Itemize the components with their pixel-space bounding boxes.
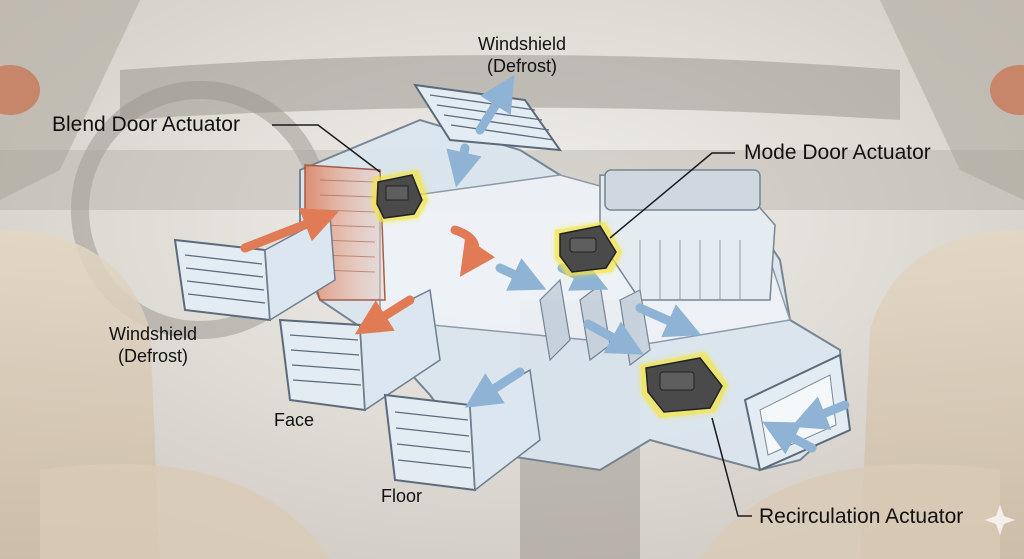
label-recirculation-actuator: Recirculation Actuator bbox=[759, 505, 964, 528]
label-windshield-defrost-left: Windshield (Defrost) bbox=[93, 323, 213, 367]
recirculation-actuator bbox=[640, 352, 728, 418]
sparkle-watermark bbox=[985, 505, 1015, 535]
label-floor: Floor bbox=[381, 486, 423, 506]
label-windshield-top-line2: (Defrost) bbox=[486, 56, 557, 76]
label-windshield-left-line1: Windshield bbox=[108, 324, 198, 344]
label-windshield-left-line2: (Defrost) bbox=[117, 346, 188, 366]
label-mode-door-actuator: Mode Door Actuator bbox=[744, 141, 931, 164]
label-face: Face bbox=[274, 410, 315, 430]
blend-door-actuator bbox=[372, 170, 428, 222]
label-windshield-defrost-top: Windshield (Defrost) bbox=[462, 33, 582, 77]
leader-lines bbox=[272, 124, 752, 517]
mode-door-actuator bbox=[555, 222, 622, 276]
label-blend-door-actuator: Blend Door Actuator bbox=[52, 113, 240, 136]
label-windshield-top-line1: Windshield bbox=[477, 34, 567, 54]
